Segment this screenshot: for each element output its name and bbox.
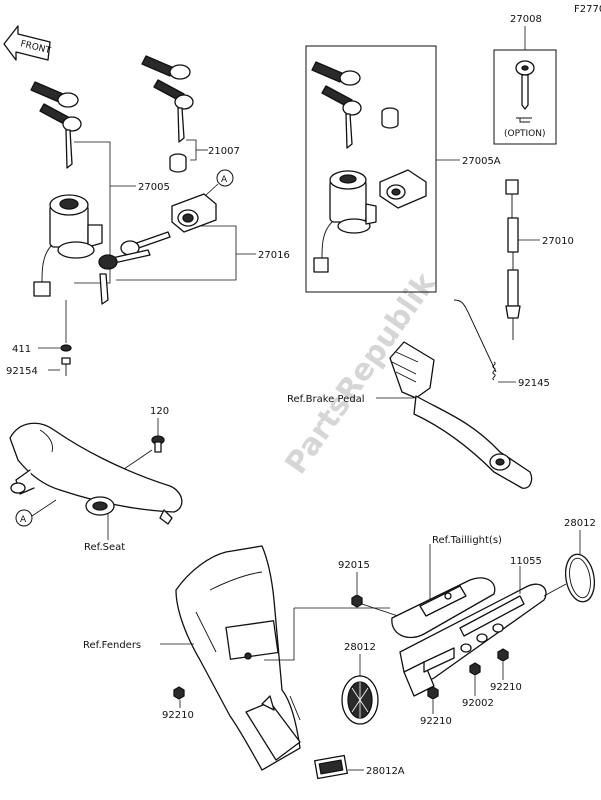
ref-seat[interactable]: Ref.Seat xyxy=(84,542,125,553)
ignition-switch-icon xyxy=(33,194,103,297)
ref-fenders[interactable]: Ref.Fenders xyxy=(83,640,141,651)
figure-code: F2770 xyxy=(574,4,601,15)
license-bracket-11055-icon xyxy=(399,583,547,697)
lock-27005A-icon xyxy=(379,169,427,209)
part-label-21007: 21007 xyxy=(208,146,240,157)
taillight-bracket-icon xyxy=(391,577,496,639)
callout-a-top-circle xyxy=(216,169,234,187)
part-label-27008: 27008 xyxy=(510,14,542,25)
option-label: (OPTION) xyxy=(504,129,546,139)
key-pair-27016-icon xyxy=(98,231,171,305)
seat-lock-27016-icon xyxy=(171,193,217,233)
bolt-120-icon xyxy=(151,435,165,453)
nut-92210-right-icon xyxy=(497,648,509,662)
part-label-92154: 92154 xyxy=(6,366,38,377)
part-label-411: 411 xyxy=(12,344,31,355)
key-21007-icon xyxy=(141,55,194,143)
reflector-plate-28012A-icon xyxy=(314,754,348,780)
rear-fender-icon xyxy=(175,545,301,771)
part-label-27016: 27016 xyxy=(258,250,290,261)
part-label-92210-left: 92210 xyxy=(162,710,194,721)
part-label-11055: 11055 xyxy=(510,556,542,567)
callout-a-top: A xyxy=(221,175,228,185)
bolt-411-icon xyxy=(60,344,72,376)
brake-pedal-icon xyxy=(389,341,533,489)
front-arrow-icon: FRONT xyxy=(3,25,52,61)
part-label-92002: 92002 xyxy=(462,698,494,709)
part-label-92145: 92145 xyxy=(518,378,550,389)
ref-brake-pedal[interactable]: Ref.Brake Pedal xyxy=(287,394,365,405)
callout-a-bottom: A xyxy=(20,515,27,525)
option-box-27008 xyxy=(493,49,557,145)
part-label-28012-mid: 28012 xyxy=(344,642,376,653)
nut-92210-low-icon xyxy=(427,686,439,700)
part-label-27005: 27005 xyxy=(138,182,170,193)
switch-27005A-icon xyxy=(313,170,377,273)
part-label-27005A: 27005A xyxy=(462,156,501,167)
part-label-120: 120 xyxy=(150,406,169,417)
nut-92015-icon xyxy=(351,594,363,608)
part-label-28012-top: 28012 xyxy=(564,518,596,529)
ref-taillight[interactable]: Ref.Taillight(s) xyxy=(432,535,502,546)
callout-a-bottom-circle xyxy=(15,509,33,527)
part-label-28012A: 28012A xyxy=(366,766,405,777)
kit-box-27005A xyxy=(305,45,437,293)
part-label-92210-right: 92210 xyxy=(490,682,522,693)
ignition-key-left-icon xyxy=(30,81,82,169)
key-blank-27008-icon xyxy=(515,60,535,110)
nut-92210-left-icon xyxy=(173,686,185,700)
part-label-92015: 92015 xyxy=(338,560,370,571)
lock-cylinder-21007-icon xyxy=(169,153,187,173)
cylinder-27005A-icon xyxy=(381,107,399,129)
nut-92002-icon xyxy=(469,662,481,676)
spring-92145-icon xyxy=(453,299,497,381)
key-27005A-icon xyxy=(311,61,362,149)
seat-bracket-icon xyxy=(9,422,183,525)
part-label-92210-low: 92210 xyxy=(420,716,452,727)
reflector-28012-top-icon xyxy=(564,553,596,603)
part-label-27010: 27010 xyxy=(542,236,574,247)
switch-27010-icon xyxy=(505,179,521,340)
reflector-28012-mid-icon xyxy=(341,675,379,725)
